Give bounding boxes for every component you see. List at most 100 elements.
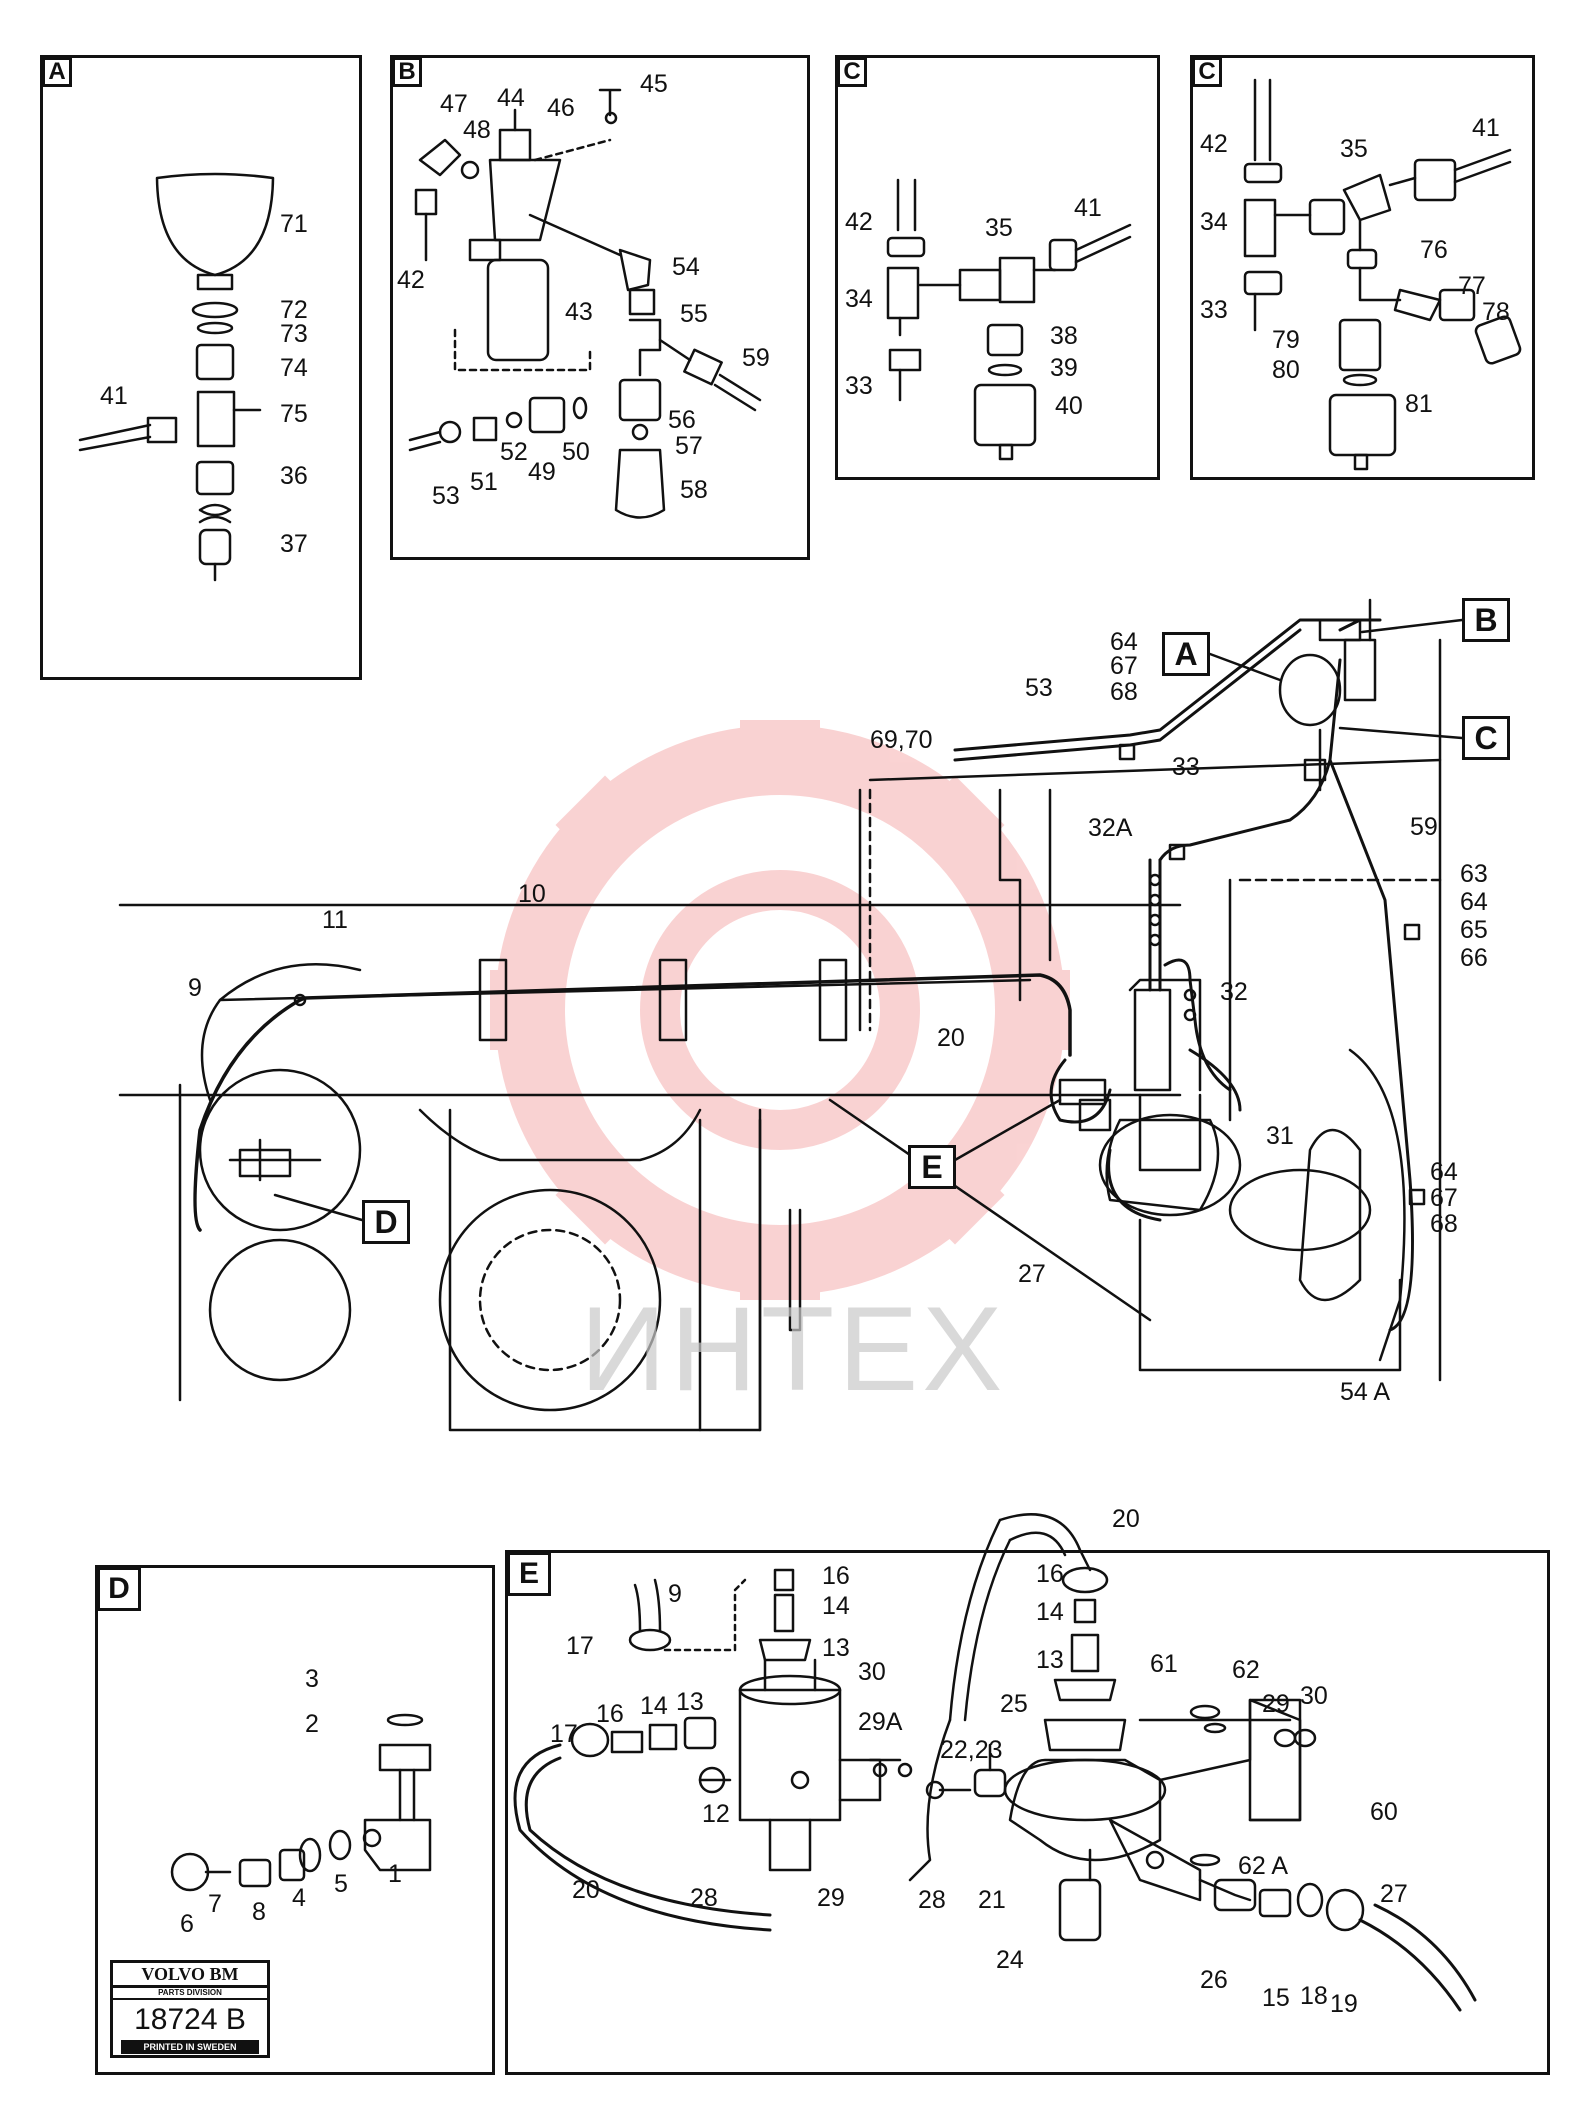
part-label: 35 [985, 214, 1013, 242]
part-label: 38 [1050, 322, 1078, 350]
part-label: 13 [676, 1688, 704, 1716]
part-label: 77 [1458, 272, 1486, 300]
part-label: 2 [305, 1710, 319, 1738]
part-label: 64 [1430, 1158, 1458, 1186]
part-label: 59 [742, 344, 770, 372]
watermark-gear-icon [490, 720, 1070, 1300]
part-label: 56 [668, 406, 696, 434]
part-label: 39 [1050, 354, 1078, 382]
detail-box-a: A [40, 55, 362, 680]
part-label: 62 [1232, 1656, 1260, 1684]
detail-e-drawing [513, 1513, 1477, 2012]
part-label: 59 [1410, 813, 1438, 841]
part-label: 53 [1025, 674, 1053, 702]
part-label: 67 [1430, 1184, 1458, 1212]
part-label: 44 [497, 84, 525, 112]
part-label: 54 A [1340, 1378, 1391, 1406]
part-label: 7 [208, 1890, 222, 1918]
callout-b: B [1462, 598, 1510, 642]
part-label: 6 [180, 1910, 194, 1938]
part-label: 68 [1430, 1210, 1458, 1238]
part-label: 76 [1420, 236, 1448, 264]
part-label: 20 [1112, 1505, 1140, 1533]
part-label: 53 [432, 482, 460, 510]
part-label: 27 [1380, 1880, 1408, 1908]
part-label: 61 [1150, 1650, 1178, 1678]
detail-c2-drawing [1243, 78, 1522, 471]
detail-tag-c2: C [1192, 57, 1222, 87]
stamp-printed: PRINTED IN SWEDEN [121, 2040, 259, 2054]
part-label: 13 [822, 1634, 850, 1662]
part-label: 21 [978, 1886, 1006, 1914]
part-label: 81 [1405, 390, 1433, 418]
part-label: 26 [1200, 1966, 1228, 1994]
part-label: 72 [280, 296, 308, 324]
part-label: 24 [996, 1946, 1024, 1974]
part-label: 31 [1266, 1122, 1294, 1150]
part-label: 60 [1370, 1798, 1398, 1826]
part-label: 68 [1110, 678, 1138, 706]
part-label: 32 [1220, 978, 1248, 1006]
part-label: 14 [822, 1592, 850, 1620]
part-label: 12 [702, 1800, 730, 1828]
detail-box-c1: C [835, 55, 1160, 480]
part-label: 34 [845, 285, 873, 313]
part-label: 9 [188, 974, 202, 1002]
detail-box-b: B [390, 55, 810, 560]
main-assembly-drawing [118, 598, 1442, 1432]
detail-a-drawing [78, 172, 275, 582]
detail-tag-d: D [97, 1567, 141, 1611]
part-label: 66 [1460, 944, 1488, 972]
part-label: 43 [565, 298, 593, 326]
part-label: 64 [1460, 888, 1488, 916]
part-label: 65 [1460, 916, 1488, 944]
part-label: 27 [1018, 1260, 1046, 1288]
part-label: 42 [1200, 130, 1228, 158]
part-label: 18 [1300, 1982, 1328, 2010]
part-label: 45 [640, 70, 668, 98]
detail-b-drawing [408, 88, 762, 519]
part-label: 69,70 [870, 726, 933, 754]
stamp-brand: VOLVO BM [113, 1963, 267, 1988]
part-label: 33 [1172, 753, 1200, 781]
part-label: 41 [1074, 194, 1102, 222]
part-label: 49 [528, 458, 556, 486]
callout-leaders [273, 618, 1464, 1222]
part-label: 35 [1340, 135, 1368, 163]
part-label: 71 [280, 210, 308, 238]
part-label: 32A [1088, 814, 1133, 842]
part-label: 34 [1200, 208, 1228, 236]
part-label: 15 [1262, 1984, 1290, 2012]
part-label: 14 [640, 1692, 668, 1720]
part-label: 46 [547, 94, 575, 122]
part-label: 41 [100, 382, 128, 410]
stamp-division: PARTS DIVISION [113, 1988, 267, 2000]
part-label: 51 [470, 468, 498, 496]
detail-tag-e: E [507, 1552, 551, 1596]
part-label: 57 [675, 432, 703, 460]
part-label: 3 [305, 1665, 319, 1693]
stamp-code: 18724 B [134, 2003, 246, 2036]
callout-c: C [1462, 716, 1510, 760]
detail-c1-drawing [886, 178, 1132, 461]
part-label: 17 [566, 1632, 594, 1660]
part-label: 25 [1000, 1690, 1028, 1718]
part-label: 16 [822, 1562, 850, 1590]
part-label: 52 [500, 438, 528, 466]
part-label: 28 [690, 1884, 718, 1912]
part-label: 10 [518, 880, 546, 908]
part-label: 41 [1472, 114, 1500, 142]
part-label: 20 [937, 1024, 965, 1052]
part-label: 80 [1272, 356, 1300, 384]
part-label: 62 A [1238, 1852, 1289, 1880]
part-label: 73 [280, 320, 308, 348]
part-label: 9 [668, 1580, 682, 1608]
part-label: 48 [463, 116, 491, 144]
detail-box-c2: C [1190, 55, 1535, 480]
part-label: 30 [858, 1658, 886, 1686]
part-label: 58 [680, 476, 708, 504]
detail-box-d: D [95, 1565, 495, 2075]
part-label: 8 [252, 1898, 266, 1926]
part-label: 78 [1482, 298, 1510, 326]
part-label: 29 [1262, 1690, 1290, 1718]
